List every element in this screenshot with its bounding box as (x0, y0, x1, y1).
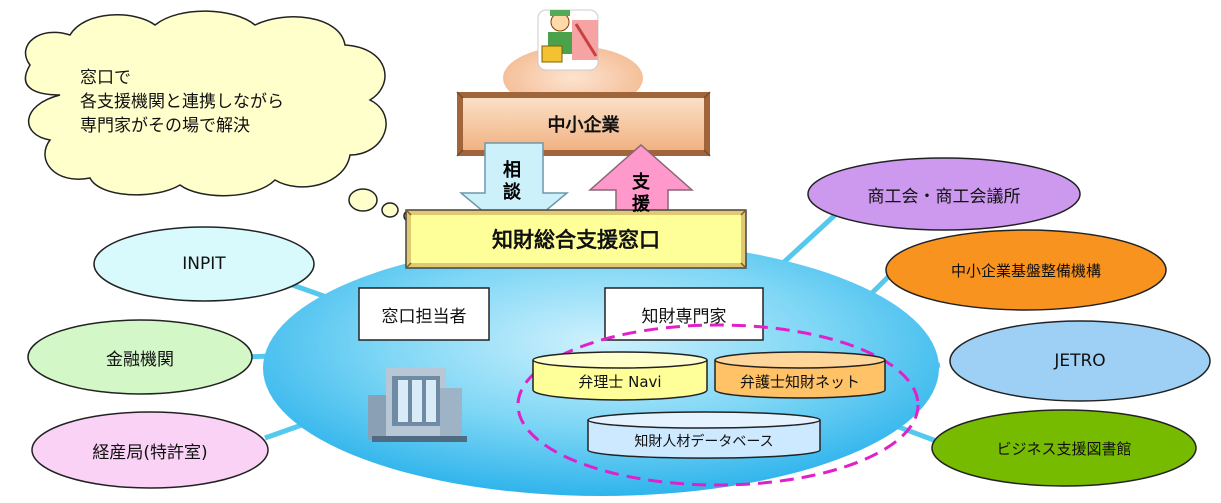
db-cylinder-talent (587, 411, 821, 459)
company-label: 中小企業 (547, 115, 620, 136)
partner-library: ビジネス支援図書館 (996, 439, 1132, 458)
expert-box (604, 287, 764, 341)
support-arrow-label: 支 援 (629, 172, 653, 216)
thought-line-2: 各支援機関と連携しながら (80, 92, 284, 112)
consult-char-2: 談 (503, 182, 521, 203)
partner-chamber: 商工会・商工会議所 (867, 186, 1021, 207)
staff-box (358, 287, 490, 341)
partner-meti-bureau: 経産局(特許室) (92, 442, 208, 463)
partner-ellipse-smrj (885, 229, 1167, 311)
window-box (405, 209, 747, 269)
staff-label: 窓口担当者 (381, 306, 467, 327)
db-cylinder-patent-attorney (532, 351, 708, 401)
window-label: 知財総合支援窓口 (492, 228, 660, 252)
consult-arrow-label: 相 談 (500, 160, 524, 204)
db-label-lawyer: 弁護士知財ネット (739, 372, 860, 391)
expert-label: 知財専門家 (641, 306, 727, 327)
partner-ellipse-inpit (93, 226, 315, 302)
thought-line-1: 窓口で (80, 68, 131, 88)
database-group (516, 323, 920, 487)
thought-line-3: 専門家がその場で解決 (80, 116, 250, 136)
partner-ellipse-library (931, 409, 1197, 487)
support-char-1: 支 (632, 172, 650, 193)
partner-jetro: JETRO (1054, 351, 1106, 371)
partner-ellipse-chamber (807, 157, 1081, 231)
db-label-talent: 知財人材データベース (634, 434, 774, 450)
partner-smrj: 中小企業基盤整備機構 (950, 261, 1101, 280)
db-label-patent-attorney: 弁理士 Navi (578, 372, 662, 391)
thought-bubble-text: 窓口で 各支援機関と連携しながら 専門家がその場で解決 (80, 66, 360, 138)
thought-bubble (24, 10, 415, 222)
partner-finance: 金融機関 (106, 349, 174, 370)
partner-ellipse-finance (27, 319, 253, 395)
consult-char-1: 相 (503, 160, 521, 181)
db-cylinder-lawyer (714, 351, 886, 399)
partner-inpit: INPIT (182, 254, 226, 274)
support-char-2: 援 (632, 194, 650, 215)
partner-ellipse-meti-bureau (31, 411, 269, 489)
building-icon (368, 368, 467, 442)
partner-ellipse-jetro (949, 320, 1211, 402)
